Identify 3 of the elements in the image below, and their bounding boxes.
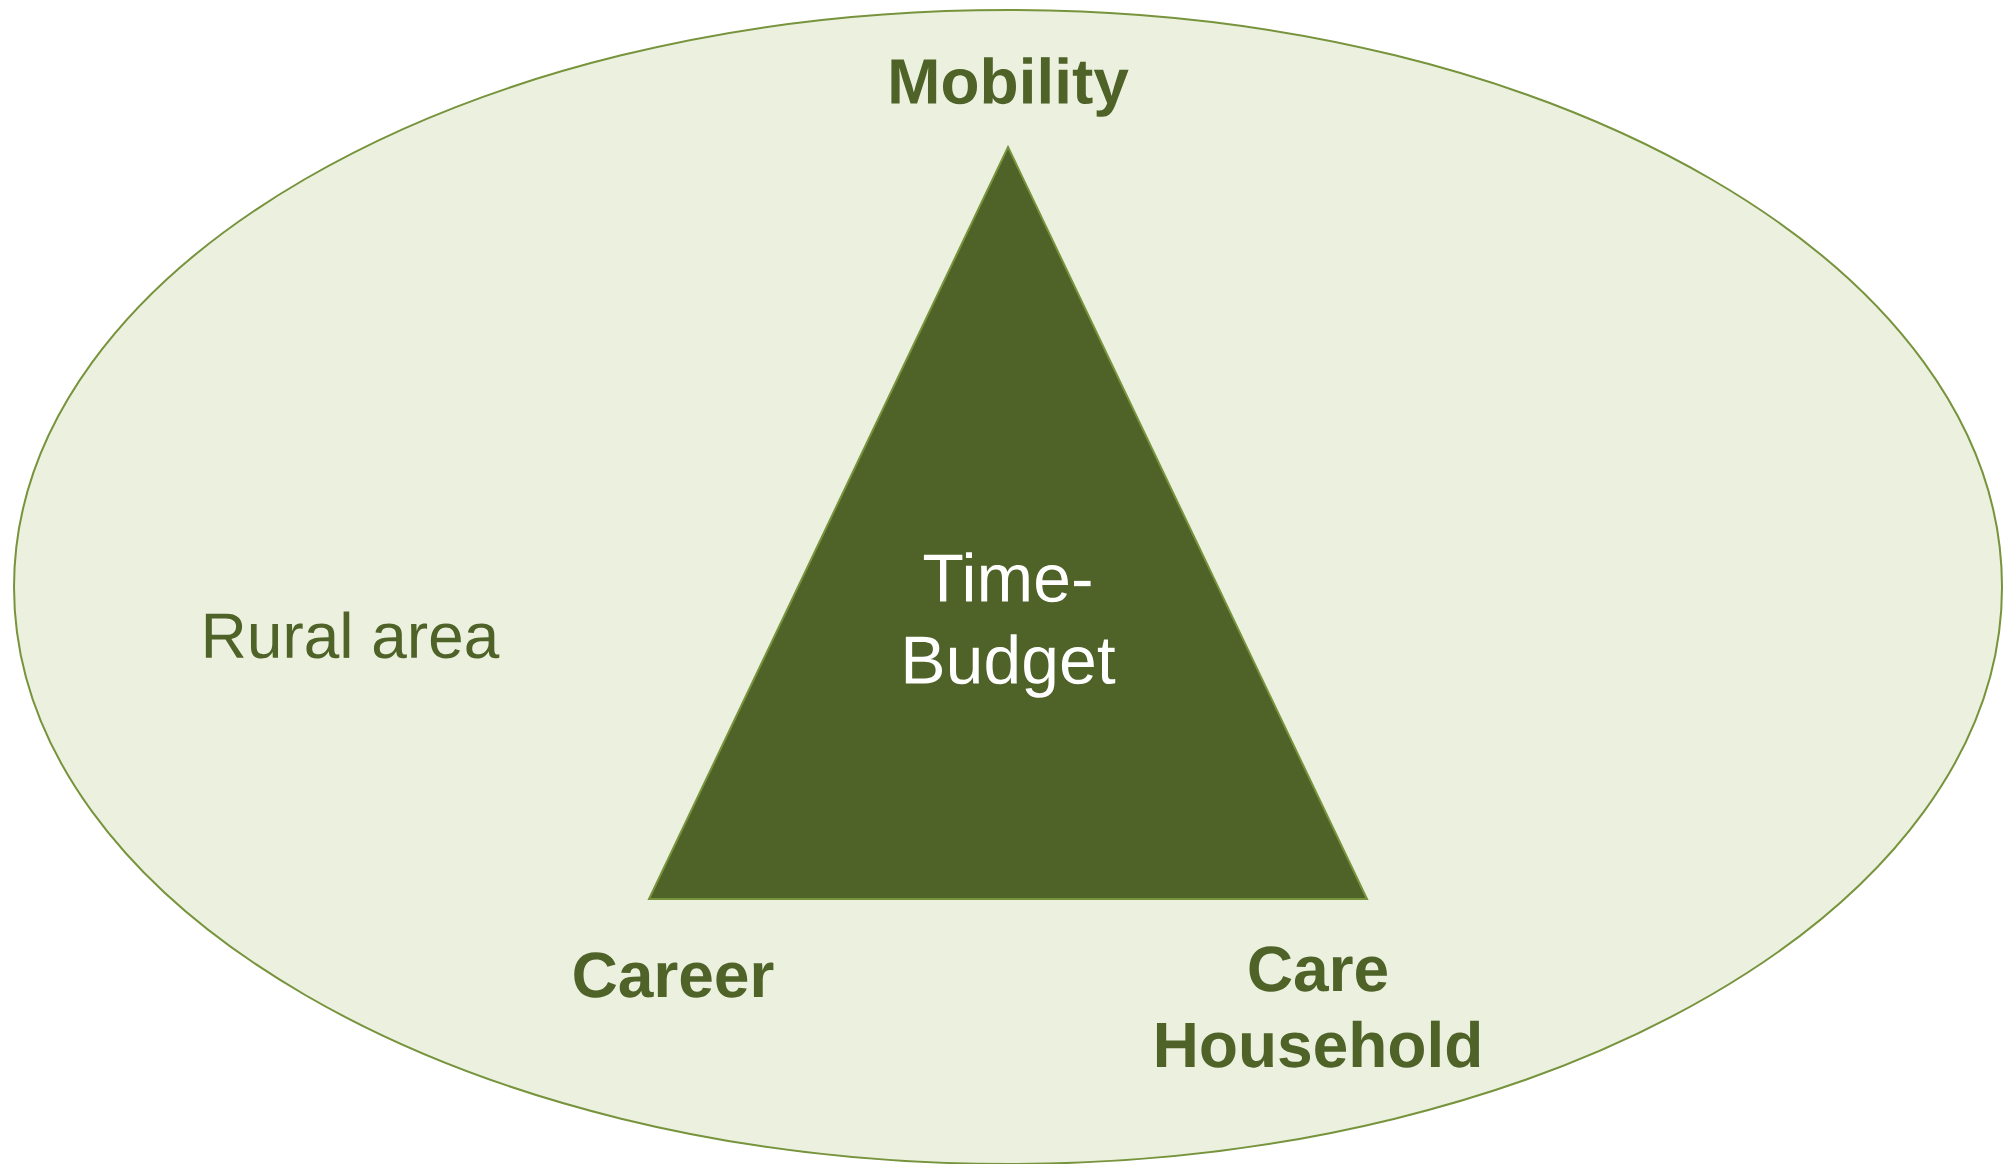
corner-label: Care Household [1156,946,1480,1068]
corner-label: Career [574,952,774,998]
corner-label: Mobility [891,57,1129,117]
